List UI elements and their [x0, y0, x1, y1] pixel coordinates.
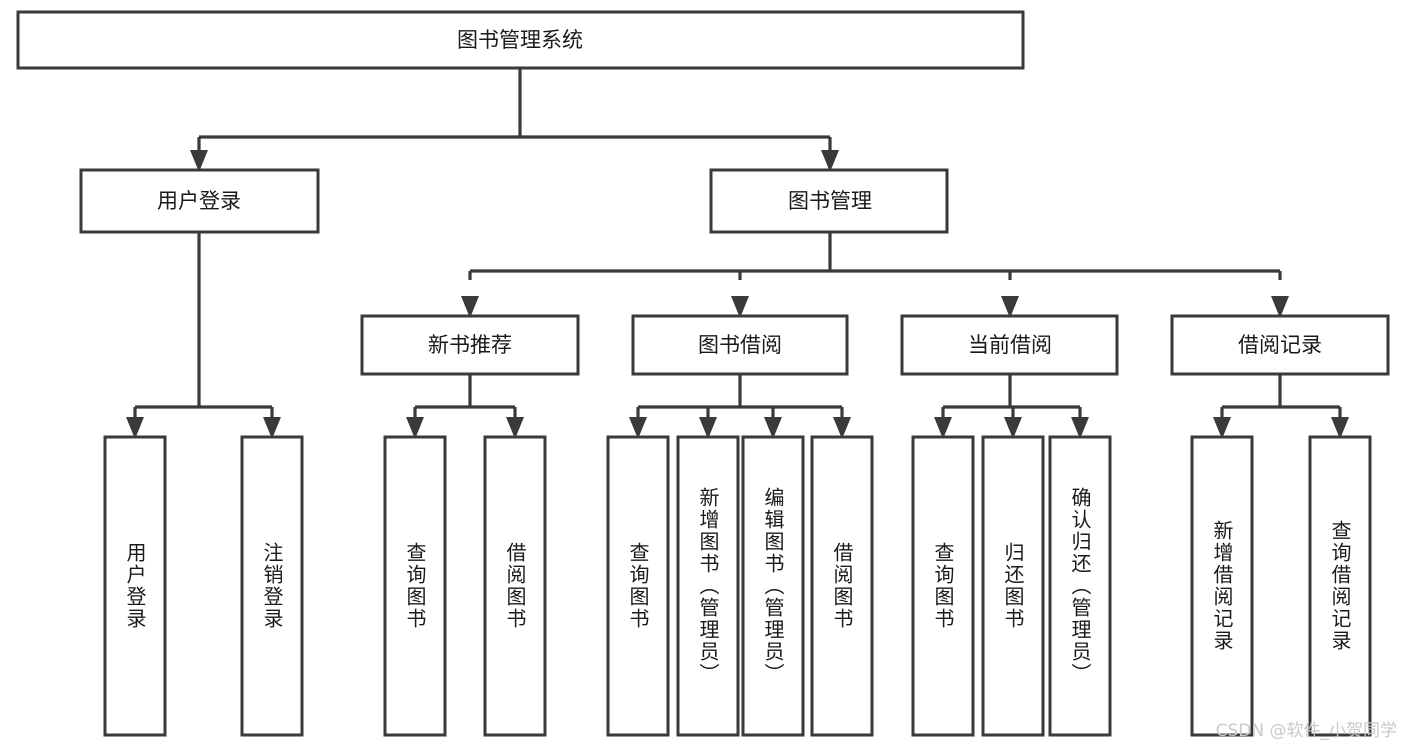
- node-leaf-add-book-label: 新增图书（管理员）: [696, 487, 720, 685]
- node-leaf-query-book-3[interactable]: 查询图书: [911, 435, 975, 737]
- connector-root-to-level2: [190, 68, 839, 172]
- node-user-login-label: 用户登录: [157, 189, 241, 213]
- node-leaf-borrow-book-1[interactable]: 借阅图书: [483, 435, 547, 737]
- node-leaf-return-book-label: 归还图书: [1001, 542, 1025, 630]
- node-leaf-query-book-3-label: 查询图书: [931, 542, 955, 630]
- node-root-system-label: 图书管理系统: [457, 28, 583, 52]
- node-leaf-add-book[interactable]: 新增图书（管理员）: [676, 435, 740, 737]
- node-leaf-confirm-return-label: 确认归还（管理员）: [1068, 487, 1092, 685]
- connector-borrow-record-to-leaves: [1213, 374, 1349, 439]
- node-leaf-logout[interactable]: 注销登录: [240, 435, 304, 737]
- node-leaf-return-book[interactable]: 归还图书: [981, 435, 1045, 737]
- connector-new-book-recommend-to-leaves: [406, 374, 524, 439]
- node-leaf-query-book-1-label: 查询图书: [403, 542, 427, 630]
- node-leaf-edit-book-label: 编辑图书（管理员）: [761, 487, 785, 685]
- node-leaf-add-record-label: 新增借阅记录: [1210, 520, 1234, 652]
- node-book-management-label: 图书管理: [788, 189, 872, 213]
- connector-current-borrow-to-leaves: [934, 374, 1089, 439]
- node-leaf-logout-label: 注销登录: [260, 542, 284, 630]
- node-root-system[interactable]: 图书管理系统: [16, 10, 1025, 70]
- node-current-borrow[interactable]: 当前借阅: [900, 314, 1119, 376]
- node-leaf-query-book-1[interactable]: 查询图书: [383, 435, 447, 737]
- node-borrow-record-label: 借阅记录: [1238, 333, 1322, 357]
- node-current-borrow-label: 当前借阅: [968, 333, 1052, 357]
- node-book-borrow-label: 图书借阅: [698, 333, 782, 357]
- connector-book-management-to-level3: [461, 232, 1289, 318]
- node-leaf-borrow-book-1-label: 借阅图书: [503, 542, 527, 630]
- node-leaf-confirm-return[interactable]: 确认归还（管理员）: [1048, 435, 1112, 737]
- connector-user-login-to-leaves: [126, 232, 281, 439]
- node-leaf-borrow-book-2[interactable]: 借阅图书: [810, 435, 874, 737]
- node-book-borrow[interactable]: 图书借阅: [631, 314, 849, 376]
- node-new-book-recommend[interactable]: 新书推荐: [360, 314, 580, 376]
- node-new-book-recommend-label: 新书推荐: [428, 333, 512, 357]
- node-leaf-query-record[interactable]: 查询借阅记录: [1308, 435, 1372, 737]
- node-leaf-query-book-2[interactable]: 查询图书: [606, 435, 670, 737]
- node-book-management[interactable]: 图书管理: [709, 168, 949, 234]
- node-leaf-add-record[interactable]: 新增借阅记录: [1190, 435, 1254, 737]
- node-user-login[interactable]: 用户登录: [79, 168, 320, 234]
- node-leaf-edit-book[interactable]: 编辑图书（管理员）: [741, 435, 805, 737]
- node-leaf-query-book-2-label: 查询图书: [626, 542, 650, 630]
- node-borrow-record[interactable]: 借阅记录: [1170, 314, 1390, 376]
- connector-book-borrow-to-leaves: [629, 374, 851, 439]
- node-leaf-user-login[interactable]: 用户登录: [103, 435, 167, 737]
- node-leaf-borrow-book-2-label: 借阅图书: [830, 542, 854, 630]
- node-leaf-query-record-label: 查询借阅记录: [1328, 520, 1352, 652]
- node-leaf-user-login-label: 用户登录: [123, 542, 147, 630]
